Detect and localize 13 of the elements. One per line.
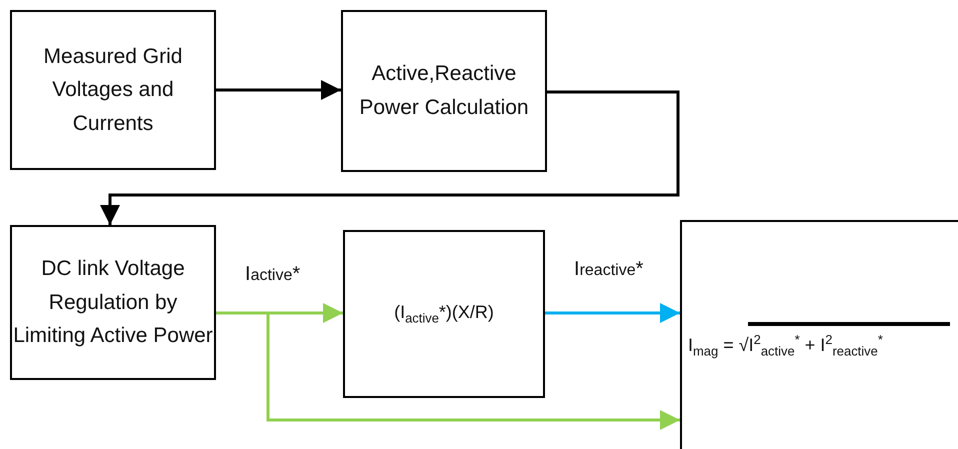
arrow	[100, 90, 680, 225]
box-label: Active,Reactive Power Calculation	[358, 61, 530, 121]
process-box	[10, 225, 216, 380]
arrow	[545, 303, 680, 323]
box-label: Measured Grid Voltages and Currents	[42, 44, 184, 137]
process-box	[680, 220, 958, 449]
process-box	[343, 230, 545, 398]
arrow	[216, 312, 680, 430]
box-label: DC link Voltage Regulation by Limiting Active Power	[12, 256, 214, 350]
arrow	[216, 80, 341, 100]
process-box	[10, 10, 216, 170]
box-label: (I$_{active}$*)(X/R)	[394, 301, 494, 328]
process-box	[341, 10, 547, 172]
